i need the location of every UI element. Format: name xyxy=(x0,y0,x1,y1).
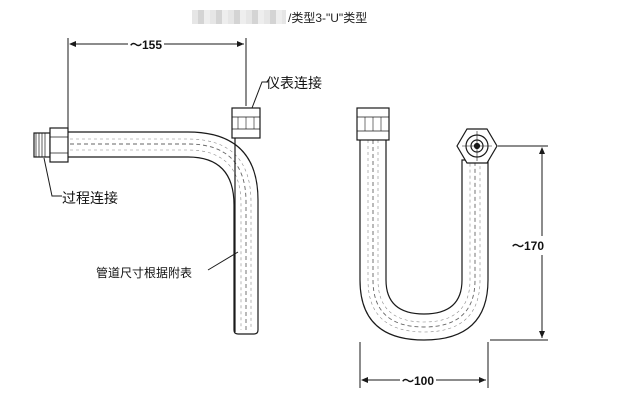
u-siphon-bore-line-2 xyxy=(377,140,471,323)
u-siphon-outer-wall xyxy=(359,137,489,341)
leader-pipe-size xyxy=(207,251,239,271)
blurred-title-prefix xyxy=(192,10,286,24)
instrument-connection-fitting-left xyxy=(231,107,261,332)
u-siphon xyxy=(359,137,489,341)
l-siphon-bore-line-2 xyxy=(70,149,242,330)
dimension-170-label: ～170 xyxy=(512,236,545,255)
instrument-connection-label: 仪表连接 xyxy=(266,75,322,91)
dimension-155-label: ～155 xyxy=(128,36,165,53)
process-connection-fitting xyxy=(33,127,69,163)
hex-nut-top-view xyxy=(456,128,498,164)
l-siphon xyxy=(68,131,259,335)
leader-instrument-connection xyxy=(251,81,268,109)
leader-process-connection xyxy=(43,157,62,197)
u-siphon-centerline xyxy=(372,140,476,328)
drawing-title: /类型3-"U"类型 xyxy=(192,8,367,26)
l-siphon-centerline xyxy=(70,143,247,332)
process-connection-label: 过程连接 xyxy=(62,190,118,206)
dimension-100-label: ～100 xyxy=(400,372,437,389)
pipe-size-note-label: 管道尺寸根据附表 xyxy=(96,266,193,280)
u-siphon-top-fitting xyxy=(356,107,390,141)
title-text: /类型3-"U"类型 xyxy=(288,10,368,25)
l-siphon-outer-wall xyxy=(68,131,259,335)
